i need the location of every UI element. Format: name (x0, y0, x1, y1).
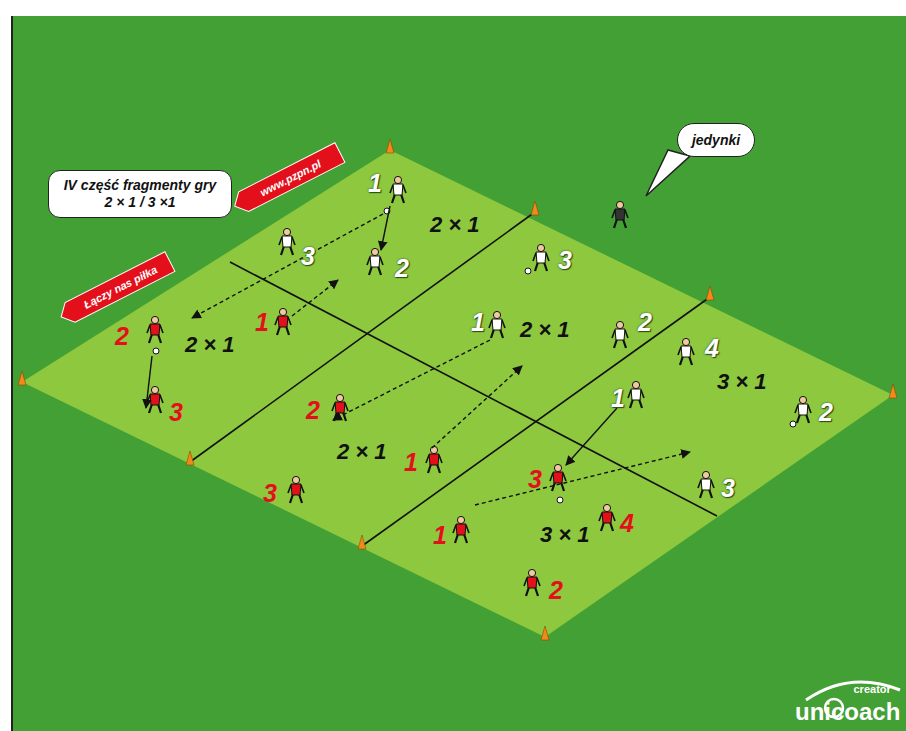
logo-swoosh (806, 682, 900, 700)
zone-label: 2 × 1 (337, 439, 387, 465)
logo-text: creator (854, 683, 891, 695)
zone-label: 2 × 1 (430, 212, 480, 238)
grass-ground (12, 16, 906, 731)
speech-bubble: jedynki (677, 123, 755, 157)
player-number: 2 (115, 322, 129, 351)
cone (358, 535, 366, 549)
player-figure (795, 396, 811, 423)
player-figure (367, 248, 383, 275)
player-number: 3 (721, 474, 735, 503)
pass-arrow (432, 366, 522, 448)
cone (541, 626, 549, 640)
title-box: IV część fragmenty gry 2 × 1 / 3 ×1 (48, 170, 232, 218)
player-figure (628, 381, 644, 408)
player-figure (426, 446, 442, 473)
player-number: 1 (404, 448, 418, 477)
player-figure (453, 516, 469, 543)
banner-text: www.pzpn.pl (257, 157, 322, 198)
zone-label: 3 × 1 (540, 522, 590, 548)
player-number: 2 (819, 398, 833, 427)
player-number: 1 (255, 308, 269, 337)
cones (18, 139, 897, 640)
player-figure (524, 569, 540, 596)
player-figure (147, 386, 163, 413)
player-figure (599, 504, 615, 531)
zone-label: 2 × 1 (520, 317, 570, 343)
players (147, 176, 811, 596)
ball (153, 348, 159, 354)
pass-arrow (292, 280, 338, 316)
player-figure (612, 201, 628, 228)
cone (889, 384, 897, 398)
player-figure (288, 476, 304, 503)
run-arrow (146, 356, 152, 408)
player-figure (550, 464, 566, 491)
run-arrow (566, 408, 617, 465)
pass-arrow (475, 452, 690, 505)
bubble-tail (646, 150, 690, 196)
cone (386, 139, 394, 153)
node-text: jedynki (692, 132, 740, 148)
run-arrow (381, 206, 390, 250)
player-number: 1 (433, 521, 447, 550)
player-number: 2 (549, 576, 563, 605)
player-number: 2 (638, 308, 652, 337)
cone (186, 451, 194, 465)
player-figure (678, 338, 694, 365)
player-figure (489, 311, 505, 338)
player-figure (390, 176, 406, 203)
cone (18, 371, 26, 385)
player-number: 1 (368, 169, 382, 198)
player-figure (612, 321, 628, 348)
player-number: 4 (620, 509, 634, 538)
pass-arrow (333, 340, 490, 420)
player-figure (275, 308, 291, 335)
player-number: 3 (301, 242, 315, 271)
player-number: 2 (306, 396, 320, 425)
move-arrows (146, 206, 690, 505)
pass-arrow (192, 214, 383, 318)
cone (706, 286, 714, 300)
player-figure (533, 244, 549, 271)
ball (557, 497, 563, 503)
cone (531, 201, 539, 215)
banner-text: Łączy nas piłka (81, 263, 158, 310)
training-pitch (22, 150, 893, 637)
ball (525, 268, 531, 274)
player-number: 3 (558, 246, 572, 275)
zone-lines (190, 212, 717, 546)
player-figure (279, 228, 295, 255)
player-number: 1 (471, 308, 485, 337)
zone-label: 3 × 1 (717, 369, 767, 395)
player-number: 3 (528, 465, 542, 494)
player-number: 3 (169, 398, 183, 427)
player-number: 3 (263, 479, 277, 508)
player-number: 1 (611, 384, 625, 413)
logo-text: unicoach (795, 698, 900, 726)
ball (790, 421, 796, 427)
player-number: 4 (705, 334, 719, 363)
node-text: IV część fragmenty gry 2 × 1 / 3 ×1 (61, 177, 219, 211)
zone-label: 2 × 1 (185, 332, 235, 358)
player-figure (147, 316, 163, 343)
player-number: 2 (395, 254, 409, 283)
player-figure (698, 471, 714, 498)
